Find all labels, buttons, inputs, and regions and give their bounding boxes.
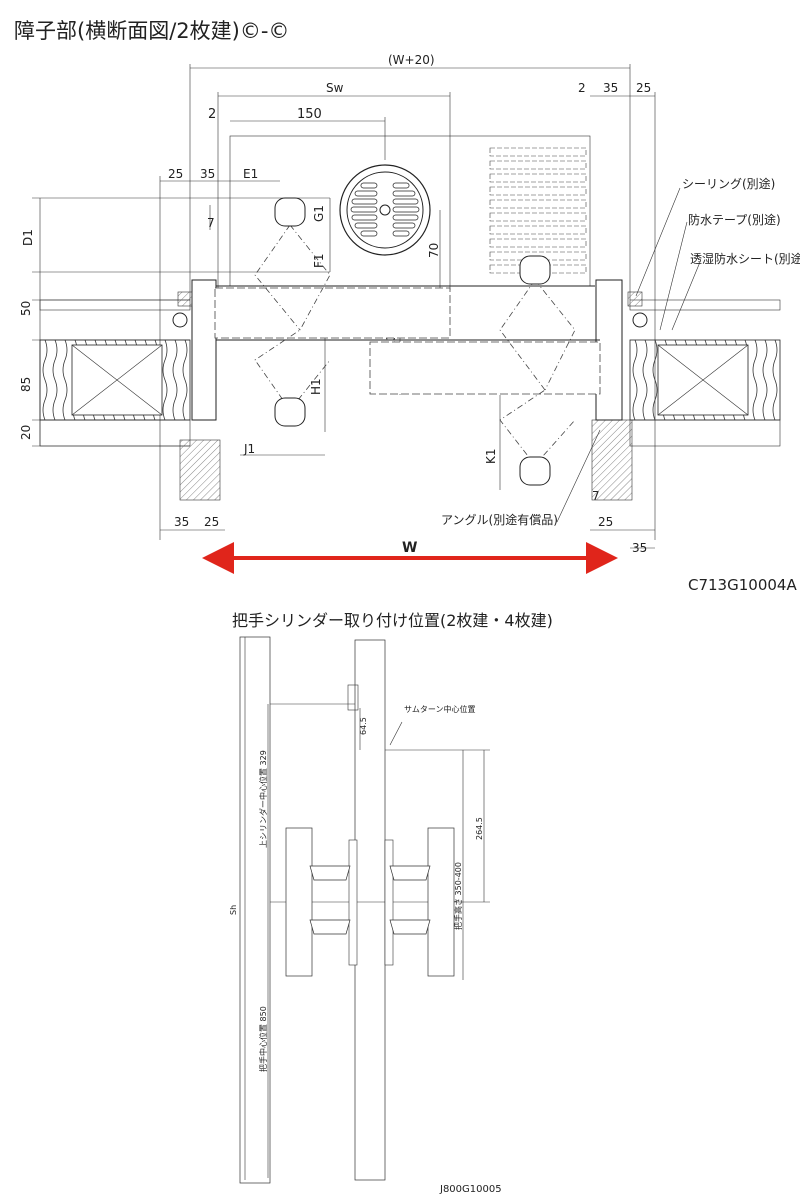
dim-bottom-25-left: 25 [204,515,219,529]
dim-25-left: 25 [168,167,183,181]
vent-slot [354,222,378,229]
label-handle-center: 把手中心位置 850 [258,1006,268,1072]
dim-e1: E1 [243,167,258,181]
section-title: 障子部(横断面図/2枚建)©-© [14,19,289,43]
dim-bottom-35-right: 35 [632,541,647,555]
dim-w: W [402,540,417,556]
label-upper-cylinder: 上シリンダー中心位置 329 [258,750,268,848]
sliding-panels [214,135,601,395]
callout-sealing: シーリング(別途) [682,176,775,191]
louver-slat [489,186,587,196]
louver-slat [489,173,587,183]
vent-slot [392,222,416,229]
vent-slot [351,214,378,221]
vent-slot [392,214,419,221]
vent-slot [392,190,416,197]
dim-g1: G1 [312,205,326,222]
louver-slat [489,225,587,235]
dim-w-plus-20: (W+20) [388,53,435,67]
dim-264-5: 264.5 [475,817,484,840]
dim-bottom-35-left: 35 [174,515,189,529]
dim-d1: D1 [21,229,35,246]
dim-k1: K1 [484,448,498,464]
vent-slot [350,206,378,213]
vent-slot [392,230,410,237]
louver-slat [489,147,587,157]
dim-20: 20 [19,425,33,440]
vent-slot [354,190,378,197]
louver-slat [489,212,587,222]
dim-7-upper: 7 [207,216,215,230]
dim-64-5: 64.5 [359,717,368,735]
right-wall-section [591,279,781,501]
top-figure-code: C713G10004A [688,576,797,594]
vent-slot [392,206,420,213]
callout-moisture-sheet: 透湿防水シート(別途) [690,251,800,266]
dim-35-left: 35 [200,167,215,181]
dim-h1: H1 [309,378,323,395]
louver-slat [489,238,587,248]
dim-150: 150 [297,107,322,122]
dim-25-right-top: 25 [636,81,651,95]
dim-f1: F1 [312,253,326,268]
left-wall-section [39,279,221,501]
dim-bottom-25-right: 25 [598,515,613,529]
handle-profiles [254,197,576,486]
dim-70: 70 [427,243,441,258]
bottom-figure-code: J800G10005 [439,1184,502,1195]
dim-35-right-top: 35 [603,81,618,95]
dim-j1: J1 [243,442,255,456]
cylinder-section-title: 把手シリンダー取り付け位置(2枚建・4枚建) [232,611,553,630]
vent-slot [360,230,378,237]
vent-slot [392,198,419,205]
callout-lines [556,187,701,523]
louver-slat [489,160,587,170]
round-vent-icon [339,164,431,256]
dim-50: 50 [19,301,33,316]
label-handle-height: 把手高さ 350-400 [453,862,463,930]
label-sh: Sh [229,905,238,915]
cylinder-drawing [239,636,490,1184]
vent-slot [392,182,410,189]
vent-slot [360,182,378,189]
label-thumbturn: サムターン中心位置 [404,704,475,714]
vent-slot [351,198,378,205]
dim-2-right: 2 [578,81,586,95]
louver-grille [489,147,587,274]
dim-2-left: 2 [208,107,216,122]
dim-85: 85 [19,377,33,392]
louver-slat [489,199,587,209]
callout-waterproof-tape: 防水テープ(別途) [688,212,781,227]
callout-angle: アングル(別途有償品) [441,512,558,527]
dim-sw: Sw [326,81,344,95]
